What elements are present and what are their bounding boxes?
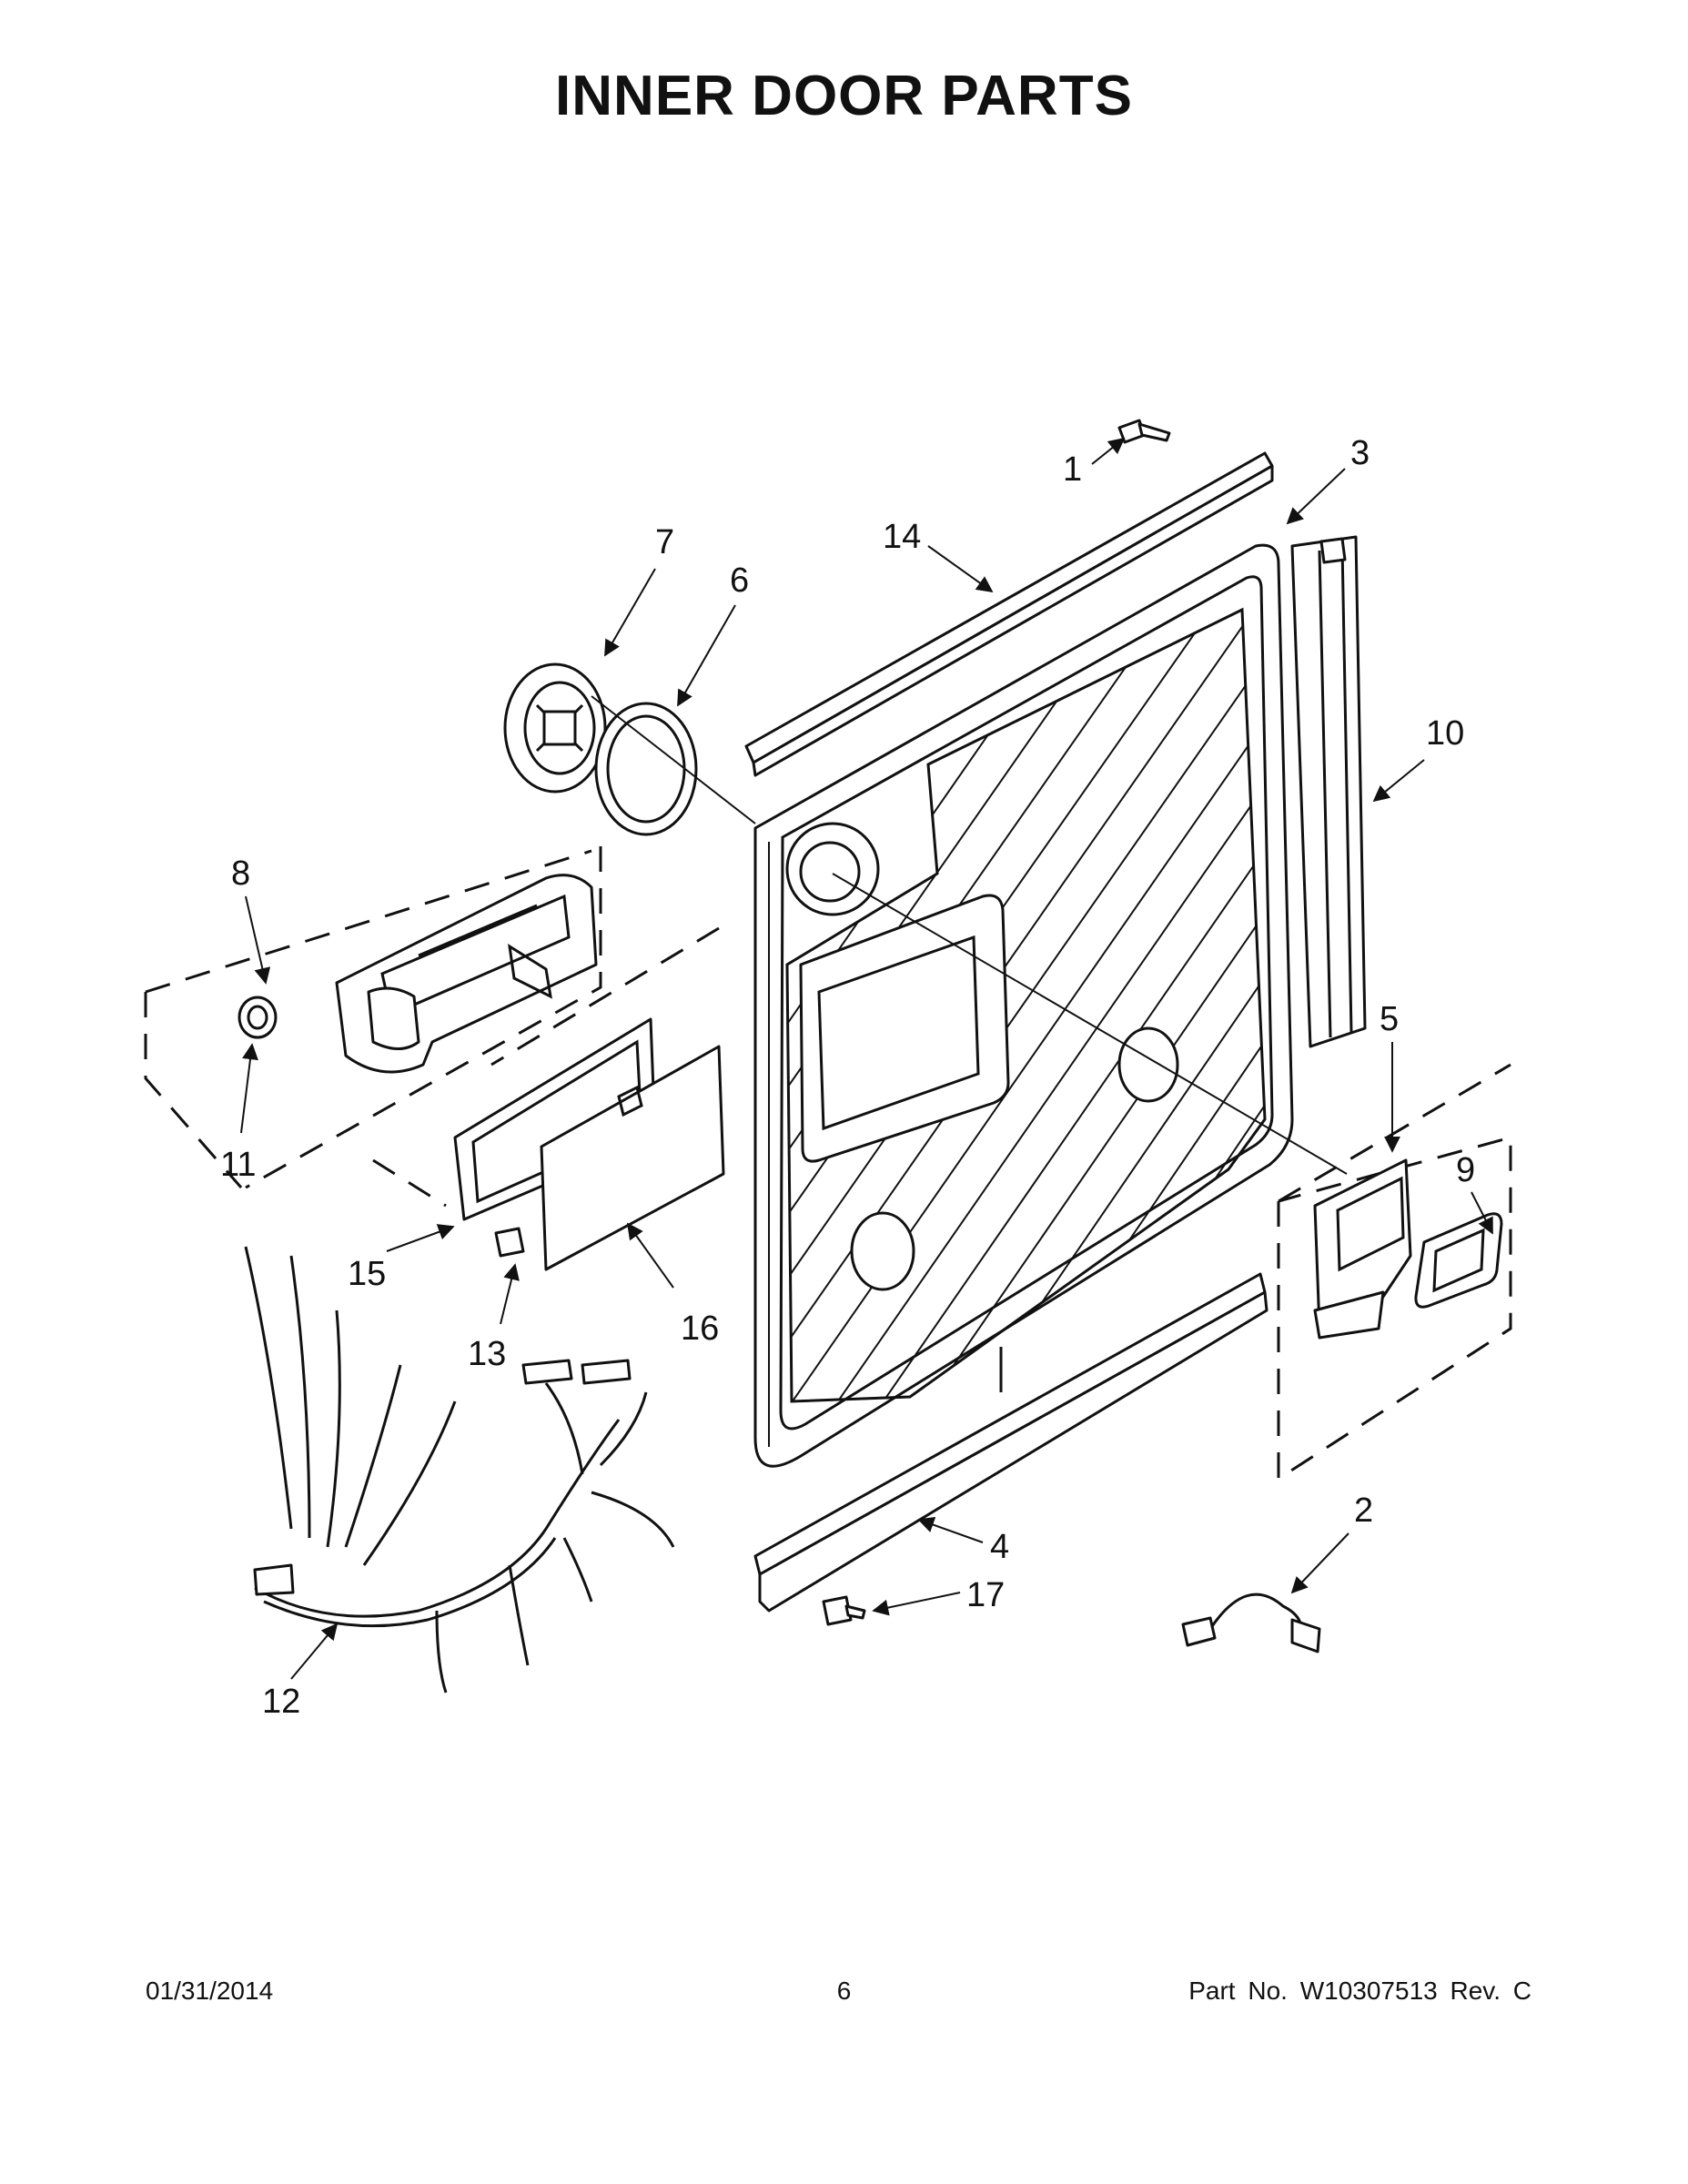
callout-2: 2 [1354,1491,1373,1530]
footer-part-number: Part No. W10307513 Rev. C [1188,1977,1531,2005]
rinse-aid-cap [238,996,278,1039]
callout-12: 12 [262,1683,300,1721]
board-screw [494,1227,525,1258]
callout-1: 1 [1063,450,1082,489]
callout-3: 3 [1350,434,1370,472]
screw-part-17 [822,1595,866,1626]
vent-gasket [594,702,698,836]
side-gasket [1290,535,1367,1048]
top-trim-strip [744,451,1274,777]
callout-13: 13 [468,1335,506,1373]
footer-date: 01/31/2014 [146,1977,274,2005]
callout-5: 5 [1380,1000,1399,1038]
vent-duct-dashed-box [1277,1063,1512,1481]
vent-duct [1313,1158,1412,1340]
bottom-trim-strip [753,1272,1269,1613]
callout-6: 6 [730,561,749,600]
callout-9: 9 [1456,1151,1475,1189]
dispenser-assembly [335,874,598,1074]
callout-7: 7 [655,523,674,561]
callout-17: 17 [966,1576,1005,1614]
page-title: INNER DOOR PARTS [555,65,1133,127]
footer-page-number: 6 [836,1977,852,2005]
callout-arrows [240,437,1493,1680]
vent-cover [503,662,607,794]
callout-10: 10 [1426,714,1464,753]
callout-8: 8 [231,854,250,893]
callout-labels: 1 2 3 4 5 6 7 8 9 10 11 12 13 14 15 16 1… [220,434,1475,1721]
wiring-harness [244,1246,675,1694]
callout-14: 14 [883,518,921,556]
vent-seal [1414,1212,1503,1309]
callout-15: 15 [348,1255,386,1293]
wire-part-2 [1181,1592,1321,1653]
dispenser-group-box [144,846,602,1189]
callout-4: 4 [990,1528,1009,1566]
control-board [540,1045,725,1271]
screw-part-1 [1117,419,1171,444]
callout-16: 16 [681,1309,719,1348]
callout-11: 11 [220,1146,256,1184]
control-panel-dashed-box [372,926,720,1208]
